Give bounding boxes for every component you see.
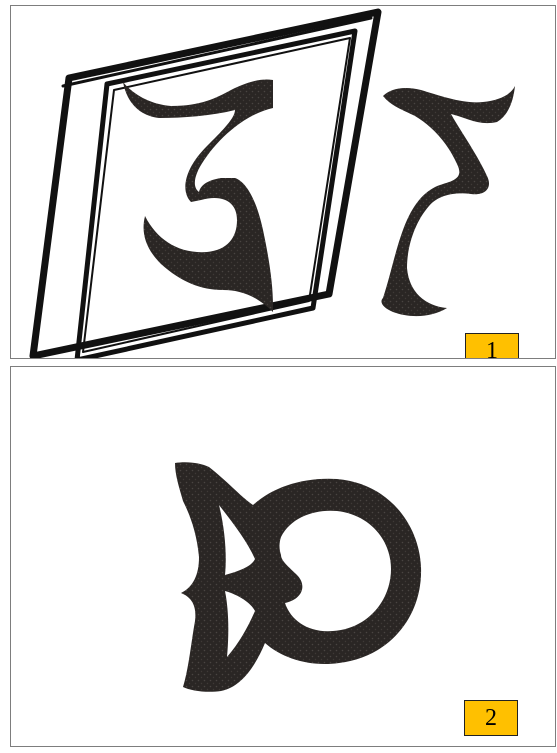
figure-number-badge-2: 2: [464, 700, 518, 736]
panel-1-drawing: [11, 6, 556, 359]
glyph: [381, 86, 515, 316]
figure-number-badge-1: 1: [465, 333, 519, 359]
panel-2-drawing: [11, 367, 556, 747]
figure-panel-2: 2: [10, 366, 556, 747]
combined-glyph: [175, 462, 421, 692]
figure-panel-1: 1: [10, 5, 556, 359]
reversed-glyph: [123, 79, 273, 312]
